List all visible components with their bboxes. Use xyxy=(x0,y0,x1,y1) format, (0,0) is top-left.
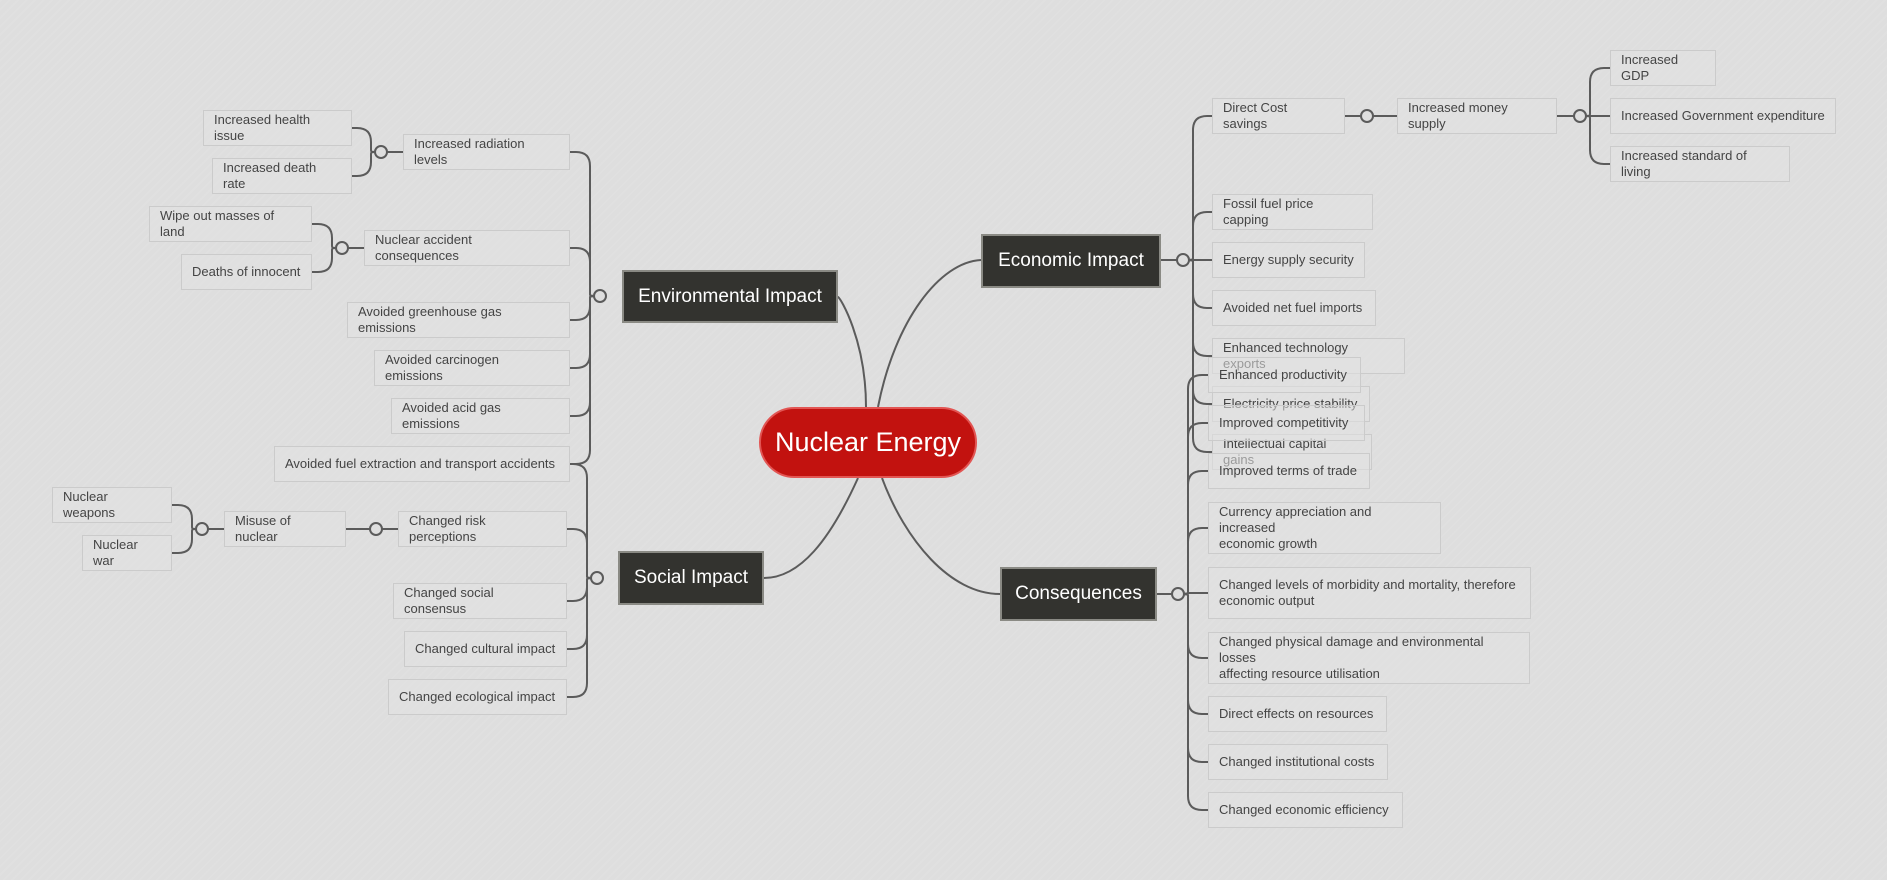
changed-cultural-impact-node[interactable]: Changed cultural impact xyxy=(404,631,567,667)
improved-terms-of-trade-node[interactable]: Improved terms of trade xyxy=(1208,453,1370,489)
junction-circle[interactable] xyxy=(1573,109,1587,123)
connector-line xyxy=(1579,115,1610,165)
increased-health-issue-node[interactable]: Increased health issue xyxy=(203,110,352,146)
nuclear-accident-consequences-node[interactable]: Nuclear accident consequences xyxy=(364,230,570,266)
connector-line xyxy=(1177,422,1208,595)
root-node[interactable]: Nuclear Energy xyxy=(759,407,977,478)
connector-line xyxy=(567,528,598,579)
connector-line xyxy=(1182,211,1212,261)
connector-line xyxy=(1177,593,1208,715)
connector-line xyxy=(1182,115,1212,261)
connector-line xyxy=(570,295,601,465)
junction-circle[interactable] xyxy=(195,522,209,536)
increased-money-supply-node[interactable]: Increased money supply xyxy=(1397,98,1557,134)
connector-line xyxy=(570,151,601,297)
connector-line xyxy=(1177,470,1208,595)
connector-line xyxy=(570,295,601,417)
increased-standard-of-living-node[interactable]: Increased standard of living xyxy=(1610,146,1790,182)
junction-circle[interactable] xyxy=(374,145,388,159)
nuclear-war-node[interactable]: Nuclear war xyxy=(82,535,172,571)
changed-social-consensus-node[interactable]: Changed social consensus xyxy=(393,583,567,619)
root-to-consequences xyxy=(881,477,1001,595)
connector-line xyxy=(1182,259,1212,309)
connector-line xyxy=(570,247,601,297)
deaths-of-innocent-node[interactable]: Deaths of innocent xyxy=(181,254,312,290)
economic-impact-node[interactable]: Economic Impact xyxy=(981,234,1161,288)
changed-institutional-costs-node[interactable]: Changed institutional costs xyxy=(1208,744,1388,780)
wipe-out-masses-of-land-node[interactable]: Wipe out masses of land xyxy=(149,206,312,242)
environmental-impact-node[interactable]: Environmental Impact xyxy=(622,270,838,323)
avoided-net-fuel-imports-node[interactable]: Avoided net fuel imports xyxy=(1212,290,1376,326)
junction-circle[interactable] xyxy=(1176,253,1190,267)
connector-line xyxy=(1177,527,1208,595)
misuse-of-nuclear-node[interactable]: Misuse of nuclear xyxy=(224,511,346,547)
junction-circle[interactable] xyxy=(369,522,383,536)
energy-supply-security-node[interactable]: Energy supply security xyxy=(1212,242,1365,278)
avoided-fuel-extraction-accidents-node[interactable]: Avoided fuel extraction and transport ac… xyxy=(274,446,570,482)
changed-physical-damage-node[interactable]: Changed physical damage and environmenta… xyxy=(1208,632,1530,684)
root-to-environmental xyxy=(837,296,867,408)
connector-line xyxy=(567,577,598,650)
improved-competitivity-node[interactable]: Improved competitivity xyxy=(1208,405,1365,441)
root-to-economic xyxy=(877,259,982,408)
connector-line xyxy=(1579,67,1610,117)
root-to-social xyxy=(763,477,859,579)
avoided-acid-gas-emissions-node[interactable]: Avoided acid gas emissions xyxy=(391,398,570,434)
fossil-fuel-price-capping-node[interactable]: Fossil fuel price capping xyxy=(1212,194,1373,230)
junction-circle[interactable] xyxy=(1360,109,1374,123)
changed-economic-efficiency-node[interactable]: Changed economic efficiency xyxy=(1208,792,1403,828)
changed-risk-perceptions-node[interactable]: Changed risk perceptions xyxy=(398,511,567,547)
connector-line xyxy=(570,295,601,369)
junction-circle[interactable] xyxy=(335,241,349,255)
enhanced-productivity-node[interactable]: Enhanced productivity xyxy=(1208,357,1361,393)
direct-effects-on-resources-node[interactable]: Direct effects on resources xyxy=(1208,696,1387,732)
connector-line xyxy=(1177,593,1208,659)
connector-line xyxy=(570,463,598,579)
currency-appreciation-node[interactable]: Currency appreciation and increased econ… xyxy=(1208,502,1441,554)
junction-circle[interactable] xyxy=(1171,587,1185,601)
connector-line xyxy=(1177,593,1208,763)
nuclear-weapons-node[interactable]: Nuclear weapons xyxy=(52,487,172,523)
increased-government-expenditure-node[interactable]: Increased Government expenditure xyxy=(1610,98,1836,134)
increased-death-rate-node[interactable]: Increased death rate xyxy=(212,158,352,194)
direct-cost-savings-node[interactable]: Direct Cost savings xyxy=(1212,98,1345,134)
increased-radiation-levels-node[interactable]: Increased radiation levels xyxy=(403,134,570,170)
increased-gdp-node[interactable]: Increased GDP xyxy=(1610,50,1716,86)
avoided-greenhouse-gas-emissions-node[interactable]: Avoided greenhouse gas emissions xyxy=(347,302,570,338)
junction-circle[interactable] xyxy=(590,571,604,585)
changed-morbidity-mortality-node[interactable]: Changed levels of morbidity and mortalit… xyxy=(1208,567,1531,619)
changed-ecological-impact-node[interactable]: Changed ecological impact xyxy=(388,679,567,715)
connector-line xyxy=(1177,593,1208,811)
consequences-node[interactable]: Consequences xyxy=(1000,567,1157,621)
junction-circle[interactable] xyxy=(593,289,607,303)
avoided-carcinogen-emissions-node[interactable]: Avoided carcinogen emissions xyxy=(374,350,570,386)
social-impact-node[interactable]: Social Impact xyxy=(618,551,764,605)
connector-line xyxy=(567,577,598,698)
